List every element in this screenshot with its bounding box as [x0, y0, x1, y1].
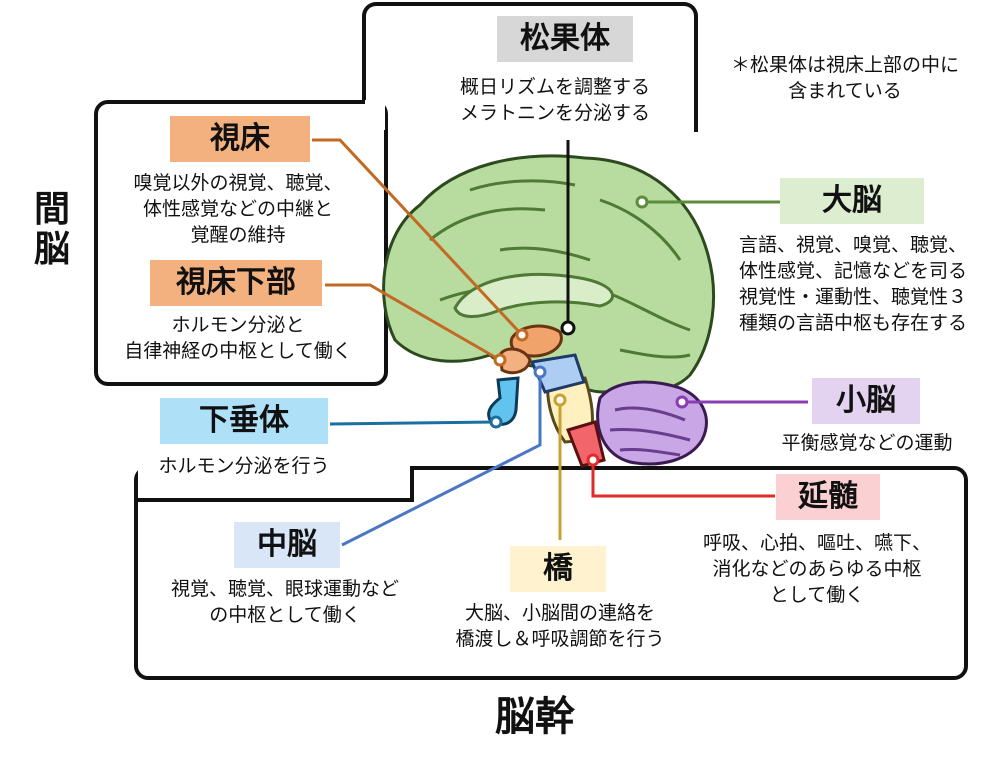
thalamus-label: 視床 — [170, 116, 310, 162]
midbrain-line — [341, 372, 542, 547]
thalamus-line — [312, 138, 524, 337]
medulla-label: 延髄 — [776, 474, 880, 520]
brainstem-frame-mask — [138, 466, 410, 498]
midbrain-dot — [533, 365, 547, 379]
thalamus-desc-line-1: 嗅覚以外の視覚、聴覚、 — [133, 172, 343, 194]
pituitary-line — [329, 420, 496, 426]
pituitary-dot — [489, 415, 503, 429]
cerebellum-desc: 平衡感覚などの運動 — [781, 432, 953, 454]
medulla-dot — [586, 453, 600, 467]
hypothalamus-shape — [498, 347, 532, 375]
cerebellum-fold — [609, 406, 691, 457]
cerebrum-desc: 言語、視覚、嗅覚、聴覚、 体性感覚、記憶などを司る 視覚性・運動性、聴覚性３ 種… — [712, 232, 994, 336]
hypothalamus-desc: ホルモン分泌と 自律神経の中枢として働く — [100, 312, 376, 364]
medulla-desc: 呼吸、心拍、嘔吐、嚥下、 消化などのあらゆる中枢 として働く — [680, 530, 954, 608]
pituitary-desc: ホルモン分泌を行う — [158, 455, 330, 477]
thalamus-desc-line-3: 覚醒の維持 — [190, 224, 286, 246]
cerebellum-label: 小脳 — [812, 378, 920, 424]
pineal-note-line-1: ＊松果体は視床上部の中に — [730, 54, 959, 76]
brainstem-title: 脳幹 — [495, 694, 575, 740]
pineal-dot — [560, 320, 576, 336]
medulla-desc-line-1: 呼吸、心拍、嘔吐、嚥下、 — [702, 532, 931, 554]
medulla-desc-line-3: として働く — [769, 584, 865, 606]
cerebrum-desc-line-3: 視覚性・運動性、聴覚性３ — [738, 286, 967, 308]
cerebellum-dot — [675, 395, 689, 409]
pineal-desc-line-1: 概日リズムを調整する — [459, 76, 650, 98]
pineal-label: 松果体 — [497, 16, 633, 62]
thalamus-desc: 嗅覚以外の視覚、聴覚、 体性感覚などの中継と 覚醒の維持 — [100, 170, 376, 248]
diencephalon-frame-mask — [365, 100, 385, 130]
pons-desc-line-1: 大脳、小脳間の連絡を — [464, 602, 655, 624]
cerebrum-label: 大脳 — [780, 178, 924, 224]
diencephalon-title: 間脳 — [33, 189, 70, 270]
midbrain-desc: 視覚、聴覚、眼球運動など の中枢として働く — [140, 576, 430, 628]
medulla-desc-line-2: 消化などのあらゆる中枢 — [712, 558, 922, 580]
pineal-desc: 概日リズムを調整する メラトニンを分泌する — [425, 74, 685, 126]
brainstem-frame-step-h — [134, 498, 414, 502]
thalamus-dot — [515, 328, 529, 342]
midbrain-label: 中脳 — [234, 522, 340, 568]
pineal-note: ＊松果体は視床上部の中に 含まれている — [700, 52, 990, 104]
hypothalamus-dot — [493, 353, 507, 367]
hypothalamus-line — [325, 283, 501, 362]
thalamus-desc-line-2: 体性感覚などの中継と — [142, 198, 333, 220]
midbrain-desc-line-2: の中枢として働く — [209, 604, 361, 626]
hypothalamus-label: 視床下部 — [150, 260, 322, 306]
cerebrum-desc-line-1: 言語、視覚、嗅覚、聴覚、 — [738, 234, 967, 256]
cerebrum-desc-line-4: 種類の言語中枢も存在する — [738, 312, 967, 334]
pineal-note-line-2: 含まれている — [788, 80, 902, 102]
cerebrum-dot — [635, 195, 649, 209]
hypothalamus-desc-line-1: ホルモン分泌と — [171, 314, 305, 336]
brainstem-frame-step — [410, 466, 414, 502]
pons-label: 橋 — [510, 546, 606, 592]
pineal-desc-line-2: メラトニンを分泌する — [459, 102, 650, 124]
pons-desc: 大脳、小脳間の連絡を 橋渡し＆呼吸調節を行う — [432, 600, 688, 652]
pons-dot — [553, 393, 567, 407]
cerebrum-desc-line-2: 体性感覚、記憶などを司る — [738, 260, 967, 282]
pons-desc-line-2: 橋渡し＆呼吸調節を行う — [455, 628, 665, 650]
midbrain-desc-line-1: 視覚、聴覚、眼球運動など — [170, 578, 399, 600]
medulla-line — [591, 460, 775, 498]
hypothalamus-desc-line-2: 自律神経の中枢として働く — [124, 340, 352, 362]
pituitary-label: 下垂体 — [160, 398, 328, 444]
